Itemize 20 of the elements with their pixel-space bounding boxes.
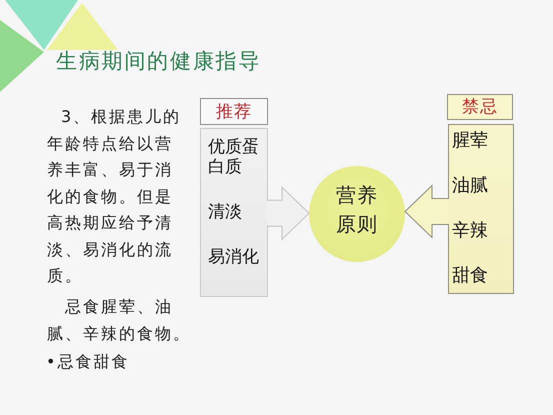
- header-label: 禁忌: [462, 97, 498, 117]
- list-item: 易消化: [208, 247, 259, 267]
- circle-label: 营养原则: [335, 182, 379, 238]
- list-panel: [200, 128, 268, 297]
- list-panel: [448, 124, 514, 294]
- header-box: [200, 98, 268, 125]
- header-label: 推荐: [216, 102, 252, 122]
- list-item: 辛辣: [452, 221, 488, 241]
- paragraph-text: 忌食腥荤、油腻、辛辣的食物。: [47, 296, 192, 344]
- paragraph-text: 3、根据患儿的年龄特点给以营养丰富、易于消化的食物。但是高热期应给予清淡、易消化的流质。: [47, 106, 182, 287]
- block-arrow: [266, 186, 310, 240]
- header-box: [447, 94, 513, 120]
- list-item: 油腻: [452, 176, 488, 196]
- list-item: 清淡: [208, 202, 242, 222]
- list-item: 腥荤: [452, 131, 488, 151]
- list-item: 甜食: [452, 266, 488, 286]
- bullet-text: •忌食甜食: [46, 351, 130, 373]
- list-item: 优质蛋白质: [208, 137, 260, 177]
- slide-title: 生病期间的健康指导: [56, 50, 262, 72]
- block-arrow: [404, 184, 450, 239]
